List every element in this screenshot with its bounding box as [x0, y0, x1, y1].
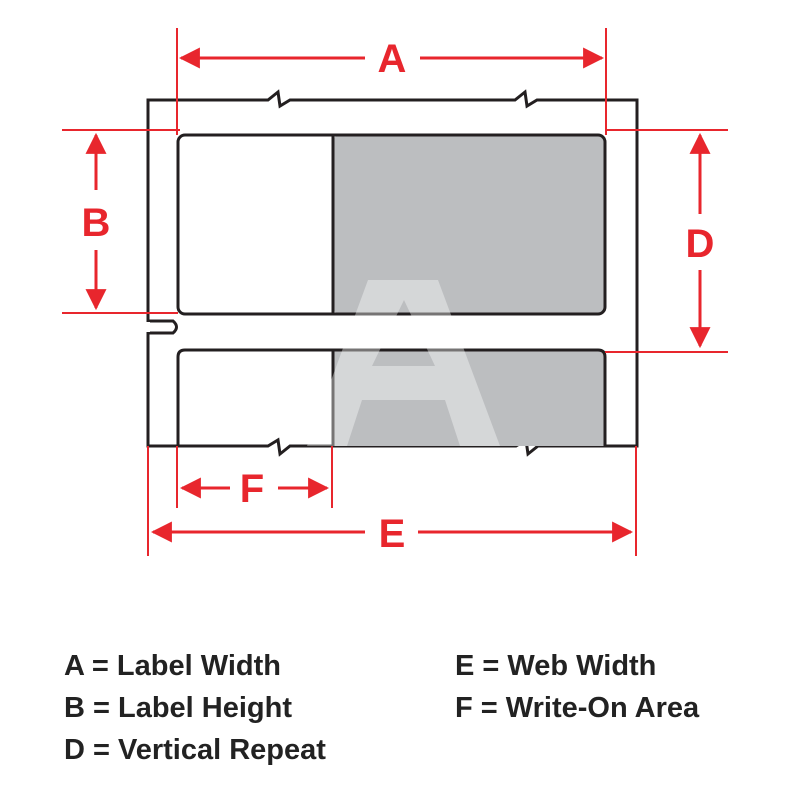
dimension-d-letter: D	[686, 222, 715, 266]
dimension-a-letter: A	[378, 37, 407, 81]
dimension-e: E	[147, 446, 637, 556]
watermark-a-glyph	[307, 280, 500, 446]
upper-label-shaded-area	[333, 135, 605, 314]
upper-label	[176, 133, 607, 316]
web-notch	[148, 319, 178, 335]
dimension-b-letter: B	[82, 201, 111, 245]
legend-item-label-height: B = Label Height	[64, 692, 293, 724]
lower-label-outline	[176, 348, 607, 446]
legend-item-web-width: E = Web Width	[455, 650, 657, 682]
dimension-d: D	[605, 129, 728, 353]
dimension-a: A	[176, 28, 607, 135]
legend-item-write-on-area: F = Write-On Area	[455, 692, 700, 724]
lower-label-shaded-area	[333, 350, 605, 446]
upper-label-outline	[176, 133, 607, 316]
dimension-f-letter: F	[240, 467, 264, 511]
dimension-b: B	[62, 129, 180, 314]
lower-label	[176, 348, 607, 446]
legend-item-vertical-repeat: D = Vertical Repeat	[64, 734, 326, 766]
legend-item-label-width: A = Label Width	[64, 650, 281, 682]
dimension-e-letter: E	[379, 512, 406, 556]
dimension-f: F	[176, 446, 333, 511]
